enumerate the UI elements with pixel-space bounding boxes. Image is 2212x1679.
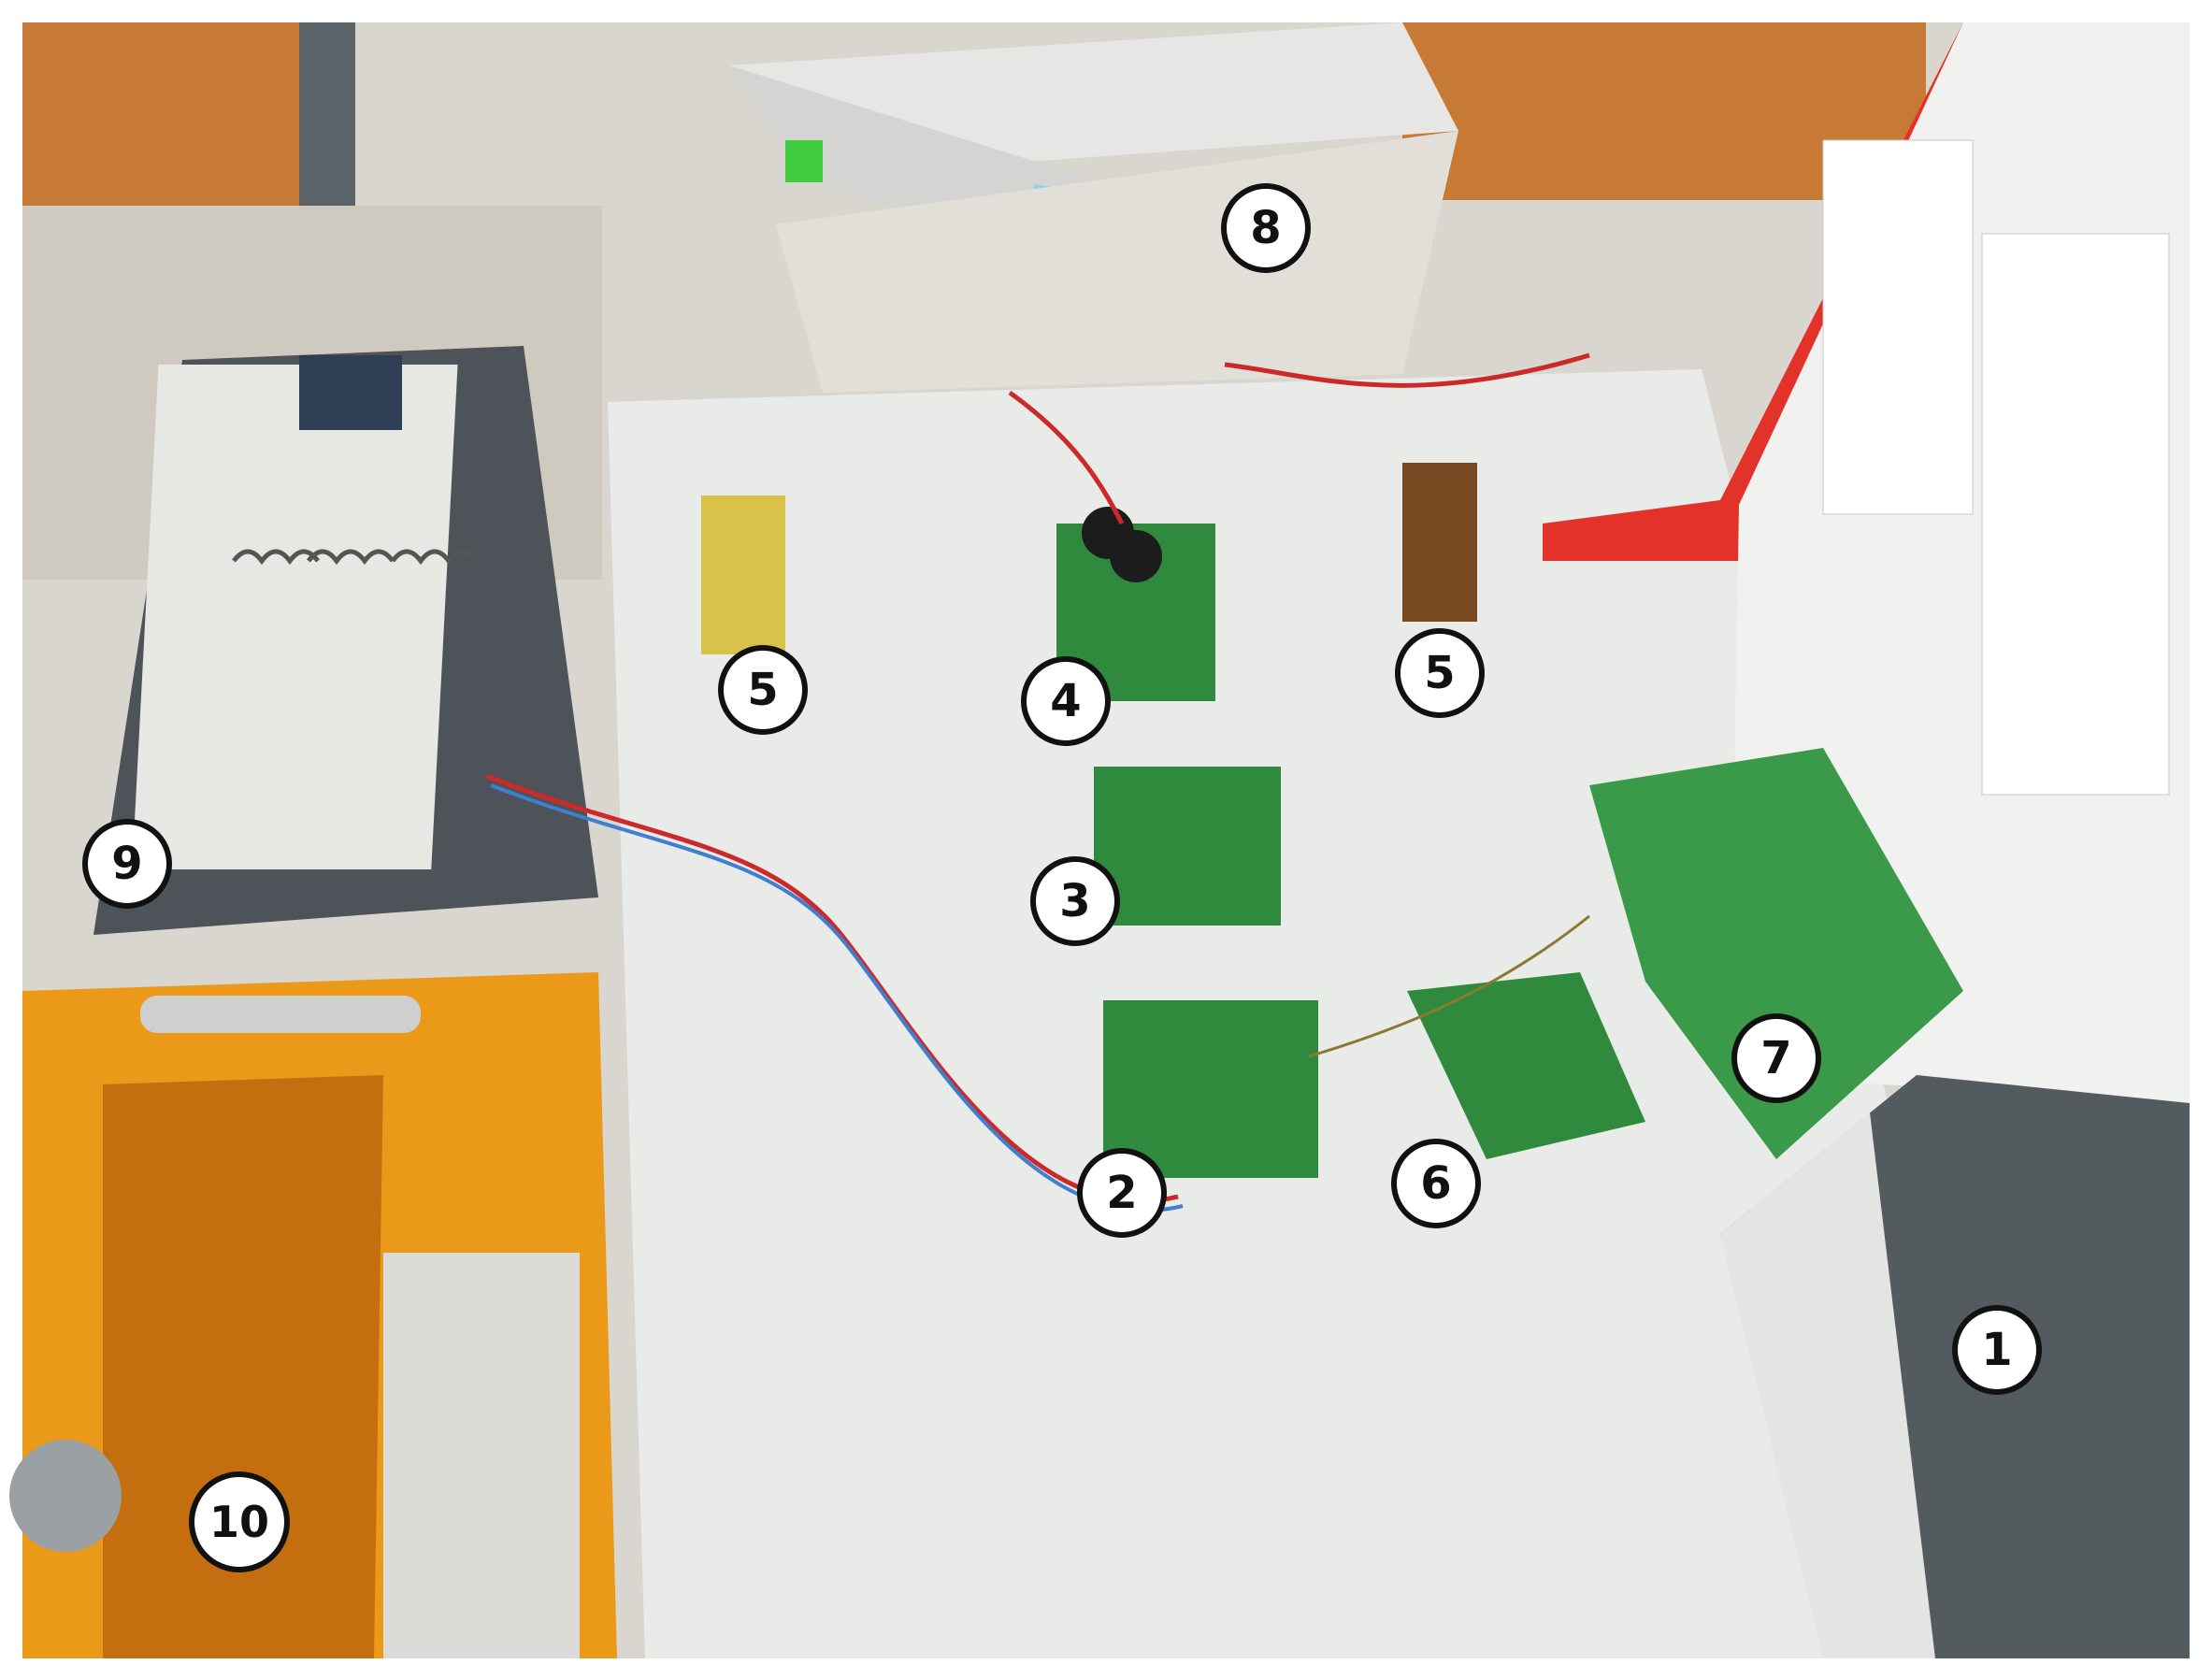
power-switch <box>785 140 823 182</box>
wire-supply-right <box>1224 352 1590 388</box>
label-5-left: 5 <box>718 645 808 735</box>
capacitor-2 <box>1110 530 1162 582</box>
inductor-right <box>1402 463 1477 622</box>
transformer-coil-1 <box>232 549 320 566</box>
label-2: 2 <box>1077 1148 1167 1238</box>
wire-board-links <box>1308 914 1590 1058</box>
label-6: 6 <box>1391 1139 1481 1228</box>
label-8: 8 <box>1221 183 1311 273</box>
panel-module-2 <box>1981 233 2170 796</box>
cabinet-left <box>22 22 331 209</box>
transformer-panel <box>132 365 458 869</box>
wire-supply <box>1008 390 1125 525</box>
driver-board-3 <box>1094 767 1281 926</box>
orange-unit-handle <box>140 996 421 1033</box>
panel-module-1 <box>1822 139 1974 515</box>
label-5-right: 5 <box>1395 628 1485 718</box>
transformer-knob <box>299 355 402 430</box>
label-10: 10 <box>189 1471 290 1572</box>
meter-panel <box>1720 1112 1935 1658</box>
wire-blue-long <box>490 783 1184 1213</box>
label-1: 1 <box>1952 1305 2042 1395</box>
orange-unit-panel <box>383 1253 580 1658</box>
sensor-board-6 <box>1407 972 1645 1159</box>
handwheel <box>9 1440 122 1552</box>
transformer-coil-2 <box>307 549 395 566</box>
controller-board-7 <box>1589 748 1963 1159</box>
orange-unit-grille <box>103 1075 383 1658</box>
resistor-bank-left <box>701 495 785 654</box>
driver-board-2 <box>1103 1000 1318 1178</box>
label-3: 3 <box>1030 856 1120 946</box>
label-4: 4 <box>1021 656 1111 746</box>
wire-red-blue-long <box>485 773 1179 1204</box>
label-9: 9 <box>82 819 172 909</box>
transformer-coil-3 <box>391 549 479 566</box>
label-7: 7 <box>1731 1013 1821 1103</box>
